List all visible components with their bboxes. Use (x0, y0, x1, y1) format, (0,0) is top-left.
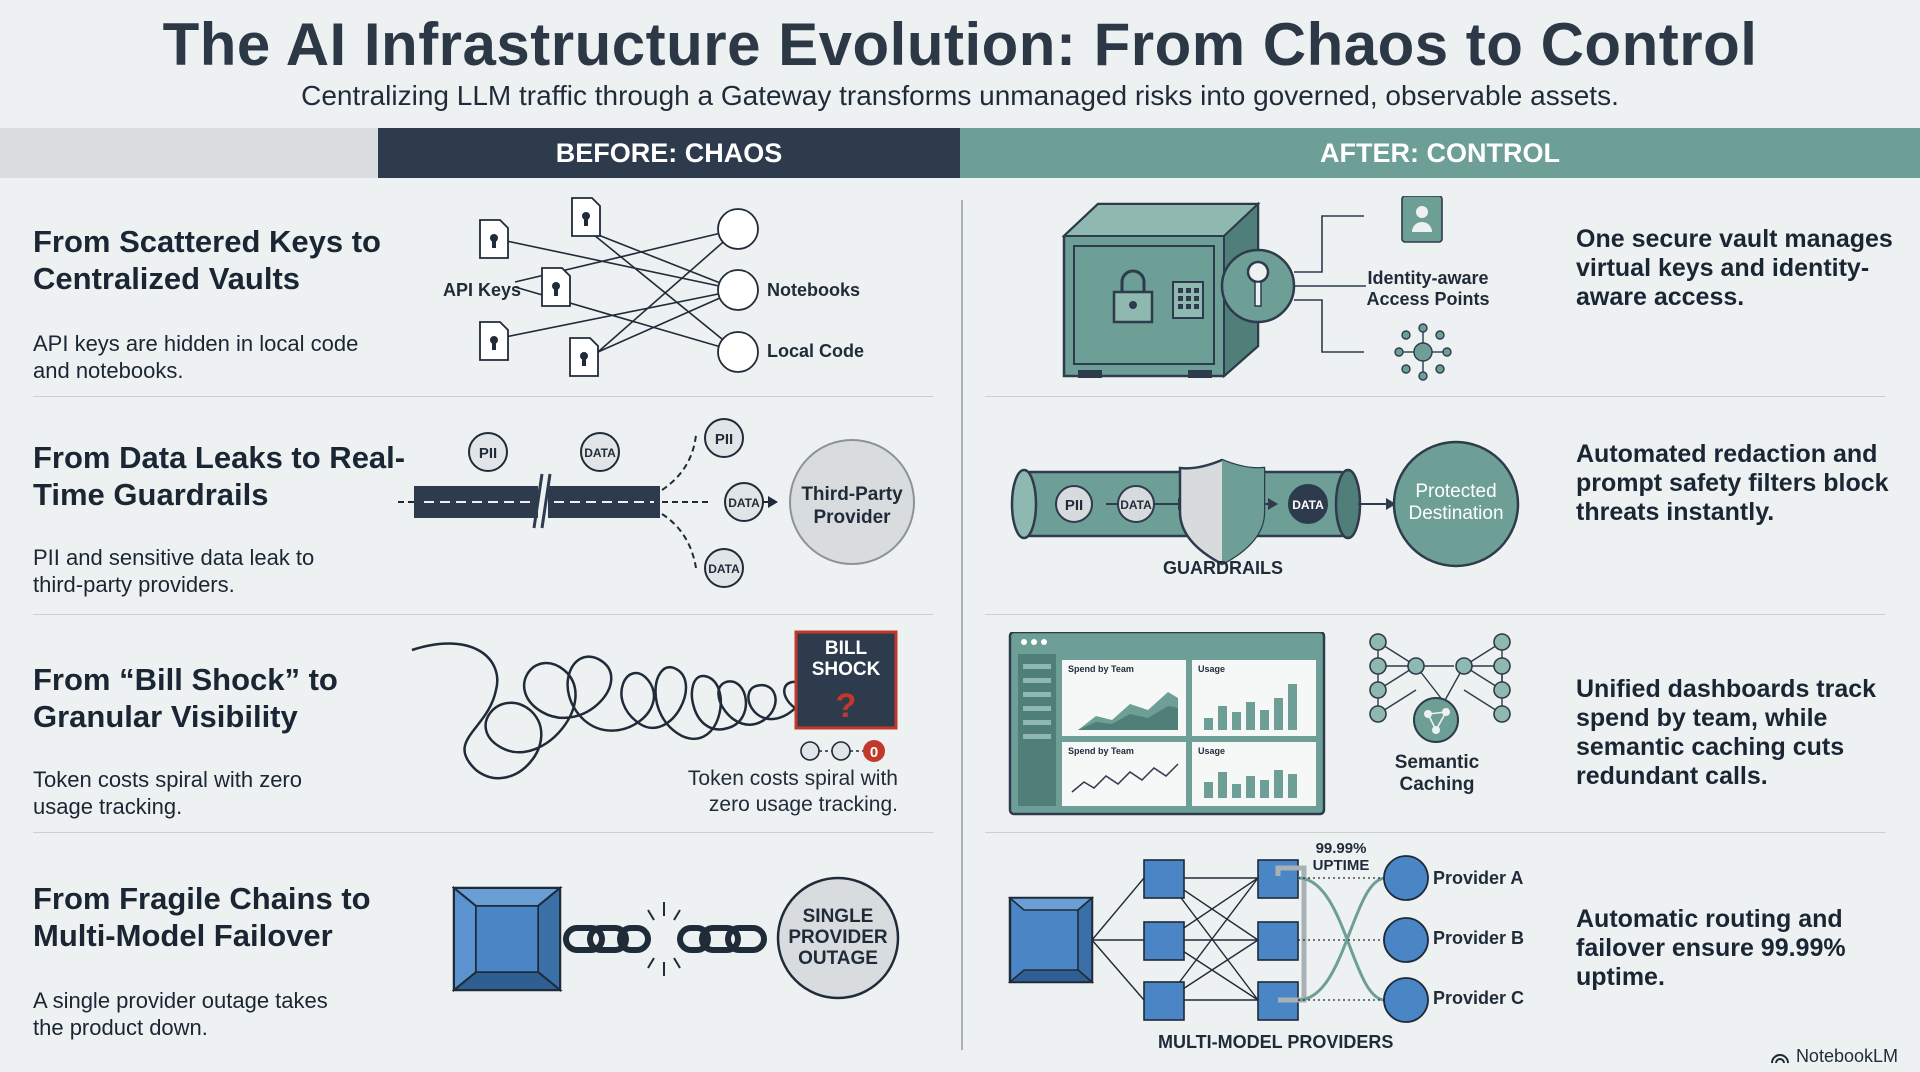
endpoint-circle (717, 208, 759, 250)
row-divider (33, 614, 933, 615)
guardrails-label: GUARDRAILS (1163, 558, 1283, 578)
guardrails-diagram: PII DATA DATA (1010, 440, 1520, 568)
data-token-label: DATA (708, 562, 740, 576)
data-token-label: DATA (728, 496, 760, 510)
bill-shock-caption: Token costs spiral with zero usage track… (687, 767, 898, 816)
provider-c-label: Provider C (1433, 988, 1525, 1008)
spend-chart-title: Spend by Team (1068, 746, 1134, 756)
header-band-spacer (0, 128, 378, 178)
row-divider (33, 396, 933, 397)
row-divider (985, 614, 1885, 615)
row-divider (33, 832, 933, 833)
secure-vault-diagram (1061, 196, 1452, 381)
provider-node (1383, 855, 1429, 901)
semantic-caching-label: Semantic Caching (1394, 752, 1480, 795)
pii-token-label: PII (479, 445, 497, 462)
after-column-header: AFTER: CONTROL (960, 128, 1920, 178)
column-divider (961, 200, 963, 1050)
pii-token-label: PII (1065, 497, 1083, 514)
row-title-leaks: From Data Leaks to Real-Time Guardrails (33, 440, 406, 512)
page-subtitle: Centralizing LLM traffic through a Gatew… (301, 80, 1619, 111)
data-token-label: DATA (1292, 498, 1324, 512)
after-text-failover: Automatic routing and failover ensure 99… (1576, 905, 1846, 991)
row-desc-billing: Token costs spiral with zero usage track… (33, 767, 302, 819)
row-desc-failover: A single provider outage takes the produ… (33, 988, 328, 1040)
dashboard-caching-diagram (1008, 632, 1511, 816)
data-leak-diagram: PII DATA PII DATA DATA (398, 418, 915, 588)
before-column-header: BEFORE: CHAOS (378, 128, 960, 178)
data-token-label: DATA (584, 446, 616, 460)
data-token (724, 482, 764, 522)
pii-token (468, 432, 508, 472)
scattered-keys-diagram (479, 197, 759, 377)
after-text-leaks: Automated redaction and prompt safety fi… (1576, 440, 1889, 526)
api-keys-label: API Keys (443, 280, 522, 300)
multi-model-providers-label: MULTI-MODEL PROVIDERS (1158, 1032, 1394, 1052)
row-title-billing: From “Bill Shock” to Granular Visibility (33, 662, 338, 734)
after-text-keys: One secure vault manages virtual keys an… (1576, 225, 1893, 311)
single-provider-outage-label: SINGLE PROVIDER OUTAGE (788, 906, 888, 969)
usage-chart-title: Usage (1198, 664, 1226, 674)
brand-mark: NotebookLM (1770, 1046, 1898, 1067)
pii-token-label: PII (715, 431, 733, 448)
cost-spiral-diagram: ? 0 (411, 630, 898, 780)
third-party-provider-label: Third-Party Provider (801, 484, 903, 528)
row-divider (985, 832, 1885, 833)
provider-node (1383, 977, 1429, 1023)
provider-a-label: Provider A (1433, 868, 1524, 888)
row-desc-leaks: PII and sensitive data leak to third-par… (33, 545, 315, 597)
data-token (704, 548, 744, 588)
usage-chart-title: Usage (1198, 746, 1226, 756)
data-token (580, 432, 620, 472)
notebooks-label: Notebooks (767, 280, 861, 300)
bill-shock-label: BILL SHOCK (811, 638, 881, 680)
page-title: The AI Infrastructure Evolution: From Ch… (162, 11, 1758, 78)
endpoint-circle (717, 331, 759, 373)
protected-destination-label: Protected Destination (1408, 481, 1504, 524)
row-divider (985, 396, 1885, 397)
row-title-failover: From Fragile Chains to Multi-Model Failo… (33, 881, 371, 953)
usage-counter: 0 (870, 744, 878, 761)
provider-b-label: Provider B (1433, 928, 1525, 948)
local-code-label: Local Code (767, 341, 865, 361)
provider-node (1383, 917, 1429, 963)
fragile-chain-diagram (452, 876, 900, 1000)
row-desc-keys: API keys are hidden in local code and no… (33, 331, 359, 383)
pii-token (704, 418, 744, 458)
endpoint-circle (717, 269, 759, 311)
access-points-label: Identity-aware Access Points (1366, 268, 1490, 309)
question-mark: ? (836, 687, 857, 725)
brand-name: NotebookLM (1795, 1046, 1898, 1066)
data-token-label: DATA (1120, 498, 1152, 512)
after-text-billing: Unified dashboards track spend by team, … (1576, 675, 1877, 790)
spend-chart-title: Spend by Team (1068, 664, 1134, 674)
multi-model-failover-diagram (1007, 855, 1429, 1023)
row-title-keys: From Scattered Keys to Centralized Vault… (33, 224, 381, 296)
notebooklm-logo-icon (1770, 1053, 1789, 1063)
uptime-label: 99.99% UPTIME (1312, 840, 1370, 874)
